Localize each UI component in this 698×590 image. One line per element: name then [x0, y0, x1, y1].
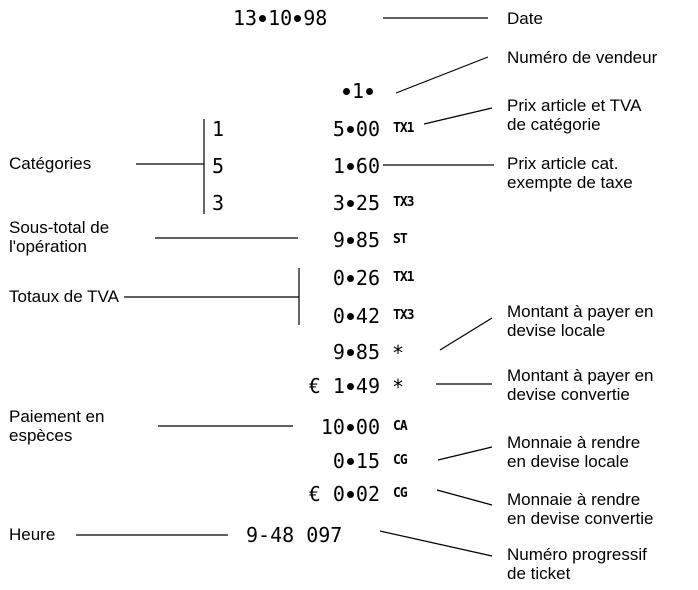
code-tax-1: TX1: [393, 270, 415, 285]
receipt-category-1: 1: [212, 117, 225, 141]
leader-change-euro: [436, 489, 493, 506]
receipt-vendor: 1: [341, 80, 375, 102]
code-asterisk-euro: *: [392, 375, 405, 399]
receipt-separator-dot: [259, 15, 267, 22]
label-exempt-2: exempte de taxe: [507, 173, 633, 192]
receipt-separator-dot: [346, 237, 354, 244]
label-item-tva-1: Prix article et TVA: [507, 96, 642, 115]
code-tax-2: TX3: [393, 308, 415, 323]
label-vendor: Numéro de vendeur: [507, 48, 658, 67]
receipt-separator-dot: [346, 424, 354, 431]
code-cg-euro: CG: [393, 486, 408, 501]
label-item-tva-2: de catégorie: [507, 115, 601, 134]
label-change-local-1: Monnaie à rendre: [507, 433, 641, 452]
receipt-separator-dot: [346, 458, 354, 465]
receipt-separator-dot: [294, 15, 302, 22]
label-ticket-2: de ticket: [507, 564, 571, 583]
label-time: Heure: [9, 525, 56, 544]
leader-ticket: [379, 530, 493, 557]
label-due-local-1: Montant à payer en: [507, 302, 654, 321]
label-ticket-1: Numéro progressif: [507, 545, 647, 564]
receipt-separator-dot: [343, 88, 350, 95]
receipt-time: 9-48 097: [246, 523, 343, 547]
label-subtotal-1: Sous-total de: [9, 218, 110, 237]
label-subtotal-2: l'opération: [9, 237, 87, 256]
receipt-separator-dot: [346, 275, 354, 282]
code-tx1: TX1: [393, 121, 415, 136]
leader-item-tva: [423, 107, 493, 125]
code-asterisk-local: *: [392, 341, 405, 365]
receipt-separator-dot: [346, 383, 354, 390]
receipt-separator-dot: [346, 200, 354, 207]
label-cash-2: espèces: [9, 426, 73, 445]
receipt-separator-dot: [346, 491, 354, 498]
receipt-separator-dot: [346, 313, 354, 320]
label-due-euro-1: Montant à payer en: [507, 366, 654, 385]
code-st: ST: [393, 232, 408, 247]
label-cash-1: Paiement en: [9, 407, 105, 426]
receipt-category-2: 5: [212, 154, 225, 178]
code-cg-local: CG: [393, 453, 408, 468]
label-categories: Catégories: [9, 154, 92, 173]
receipt-category-3: 3: [212, 191, 225, 215]
receipt-separator-dot: [346, 126, 354, 133]
receipt-separator-dot: [346, 163, 354, 170]
receipt-separator-dot: [366, 88, 374, 95]
label-change-local-2: en devise locale: [507, 452, 629, 471]
receipt-separator-dot: [346, 349, 354, 356]
label-change-euro-1: Monnaie à rendre: [507, 490, 641, 509]
code-ca: CA: [393, 419, 408, 434]
leader-change-local: [437, 446, 493, 461]
label-due-local-2: devise locale: [507, 321, 606, 340]
label-date: Date: [507, 9, 543, 28]
label-due-euro-2: devise convertie: [507, 385, 630, 404]
label-change-euro-2: en devise convertie: [507, 509, 654, 528]
leader-due-local: [439, 317, 493, 351]
leader-vendor: [395, 56, 489, 94]
label-exempt-1: Prix article cat.: [507, 154, 619, 173]
code-tx3: TX3: [393, 195, 415, 210]
label-tva-totals: Totaux de TVA: [9, 287, 119, 306]
